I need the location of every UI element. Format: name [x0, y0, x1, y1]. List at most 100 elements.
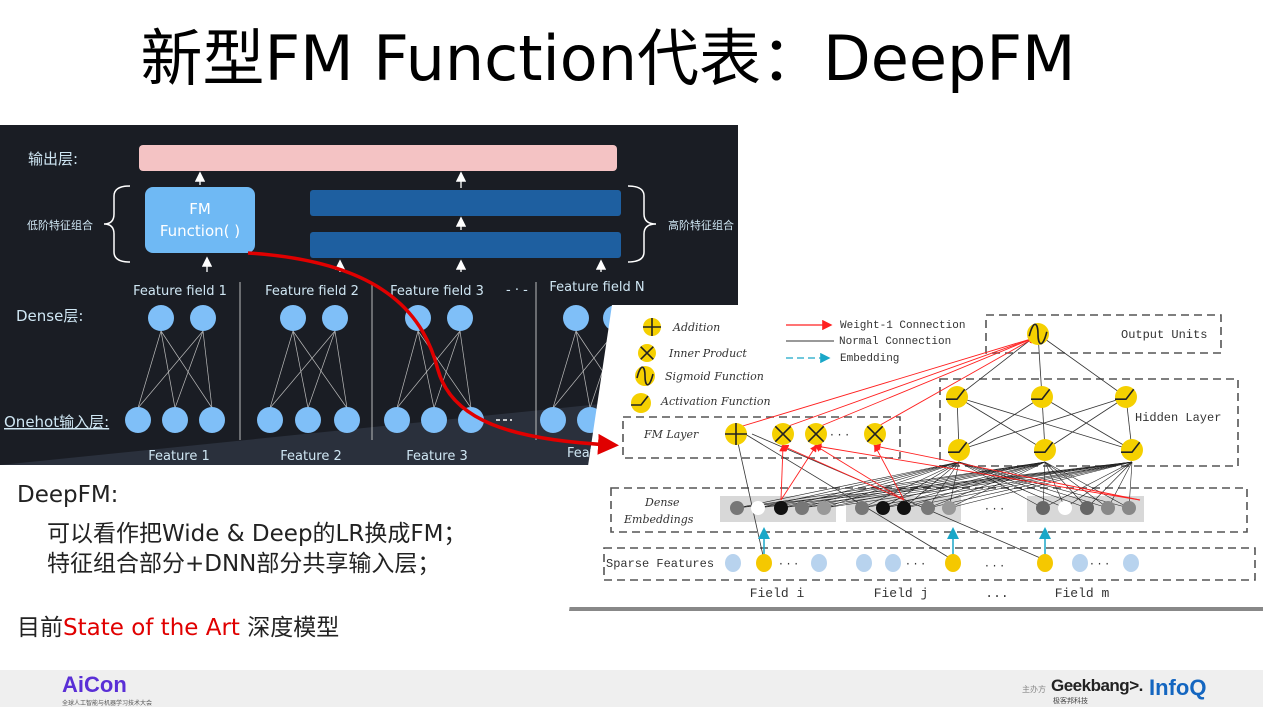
sparse-active-node	[945, 554, 961, 572]
right-diagram: Addition Inner Product Sigmoid Function …	[567, 305, 1263, 611]
embedding-hidden-connection	[958, 461, 1088, 509]
legend-addition: Addition	[672, 321, 720, 334]
hidden-node-glyph	[948, 441, 968, 453]
dense-embedding-node	[1058, 501, 1072, 515]
hidden-hidden-connection	[956, 396, 1046, 451]
embedding-fm-weight1-connection	[874, 444, 905, 501]
embedding-hidden-connection	[1044, 461, 1109, 509]
embedding-hidden-connection	[927, 461, 1133, 509]
sparse-features-label: Sparse Features	[606, 557, 714, 571]
embedding-hidden-connection	[823, 461, 960, 509]
field-separators	[239, 282, 537, 440]
fm-inner-product-node	[864, 423, 886, 445]
embedding-hidden-connection	[948, 461, 1046, 509]
sparse-fm-connection	[735, 433, 765, 561]
embedding-hidden-connection	[801, 461, 1046, 509]
onehot-dense-connection	[292, 330, 348, 409]
embedding-hidden-connection	[958, 461, 1044, 509]
sparse-inactive-node	[1072, 554, 1088, 572]
onehot-node	[458, 407, 484, 433]
feature-3: Feature 3	[406, 449, 468, 464]
embedding-hidden-connection	[780, 461, 1133, 509]
embedding-fm-weight1-connection	[780, 444, 817, 501]
onehot-node	[257, 407, 283, 433]
onehot-dense-connection	[160, 330, 213, 409]
feature-field-n: Feature field N	[549, 280, 644, 295]
onehot-dense-connection	[396, 330, 461, 409]
onehot-dense-connection	[552, 330, 577, 409]
sota-prefix: 目前	[17, 615, 63, 641]
embedding-hidden-connection	[903, 461, 1133, 509]
output-layer-label: 输出层:	[28, 150, 78, 168]
dense-embedding-node	[876, 501, 890, 515]
fm-inner-product-node-glyph	[774, 425, 792, 443]
embedding-hidden-connection	[882, 461, 1133, 509]
field-m-label: Field m	[1055, 586, 1110, 601]
sota-line: 目前State of the Art 深度模型	[17, 608, 339, 642]
hidden-node	[1115, 386, 1137, 408]
fm-function-box	[145, 187, 255, 253]
dense-embedding-node	[774, 501, 788, 515]
fm-output-weight1-connection	[815, 336, 1036, 429]
dense-node	[447, 305, 473, 331]
legend-activation-icon-glyph	[631, 395, 649, 406]
dense-embedding-node	[1080, 501, 1094, 515]
onehot-dense-connection	[160, 330, 176, 409]
embedding-hidden-connection	[882, 461, 960, 509]
onehot-dense-connection	[137, 330, 204, 409]
dense-node	[322, 305, 348, 331]
sota-suffix: 深度模型	[239, 615, 340, 641]
embedding-hidden-connection	[1044, 461, 1130, 509]
hidden-bar-bottom	[310, 232, 621, 258]
fm-dots: · · ·	[830, 428, 849, 442]
onehot-dense-connection	[202, 330, 213, 409]
onehot-dense-connection	[307, 330, 336, 409]
onehot-node	[162, 407, 188, 433]
embedding-hidden-connection	[948, 461, 1133, 509]
deepfm-heading: DeepFM:	[17, 482, 119, 508]
onehot-dense-connection	[396, 330, 419, 409]
organizer-label: 主办方	[1022, 685, 1046, 694]
hidden-output-connection	[1037, 333, 1127, 398]
hidden-hidden-connection	[956, 396, 1133, 451]
fm-output-weight1-connection	[874, 337, 1036, 429]
left-diagram: 输出层: FM Function( ) 低阶特征组合 高阶特征组合 Featur…	[0, 125, 738, 465]
embedding-hidden-connection	[861, 461, 1046, 509]
fm-inner-product-node-glyph	[866, 425, 884, 443]
dense-embedding-node	[1101, 501, 1115, 515]
embedding-hidden-connection	[927, 461, 1046, 509]
feature-field-2: Feature field 2	[265, 284, 359, 299]
low-order-brace	[103, 185, 131, 263]
embedding-hidden-connection	[823, 461, 1046, 509]
feature-n: Feat	[567, 446, 595, 461]
sota-highlight: State of the Art	[63, 615, 240, 641]
embedding-hidden-connection	[757, 461, 960, 509]
dense-embedding-node	[1036, 501, 1050, 515]
fm-output-weight1-connection	[782, 336, 1036, 429]
sparse-dots-4: · · ·	[1090, 557, 1109, 571]
hidden-hidden-connection	[1044, 396, 1127, 451]
embedding-hidden-connection	[1107, 461, 1133, 509]
onehot-dense-connection	[552, 330, 617, 409]
onehot-dense-connection	[174, 330, 204, 409]
legend-sigmoid: Sigmoid Function	[665, 370, 764, 383]
fm-inner-product-node	[805, 423, 827, 445]
sparse-dots-2: · · ·	[906, 557, 925, 571]
output-sigmoid-node-glyph	[1028, 323, 1048, 345]
embedding-hidden-connection	[801, 461, 960, 509]
fm-addition-node-glyph	[725, 423, 747, 445]
hidden-bar-top	[310, 190, 621, 216]
embedding-hidden-connection	[958, 461, 1066, 509]
feature-field-1: Feature field 1	[133, 284, 227, 299]
dense-label-1: Dense	[644, 496, 680, 509]
sparse-inactive-node	[885, 554, 901, 572]
sparse-active-node	[756, 554, 772, 572]
legend-weight1: Weight-1 Connection	[840, 320, 965, 332]
dense-embedding-node	[942, 501, 956, 515]
aicon-logo: AiCon	[62, 672, 127, 697]
fm-label: FM	[189, 200, 211, 218]
sparse-inactive-node	[725, 554, 741, 572]
output-layer-bar	[139, 145, 617, 171]
feature-1: Feature 1	[148, 449, 210, 464]
